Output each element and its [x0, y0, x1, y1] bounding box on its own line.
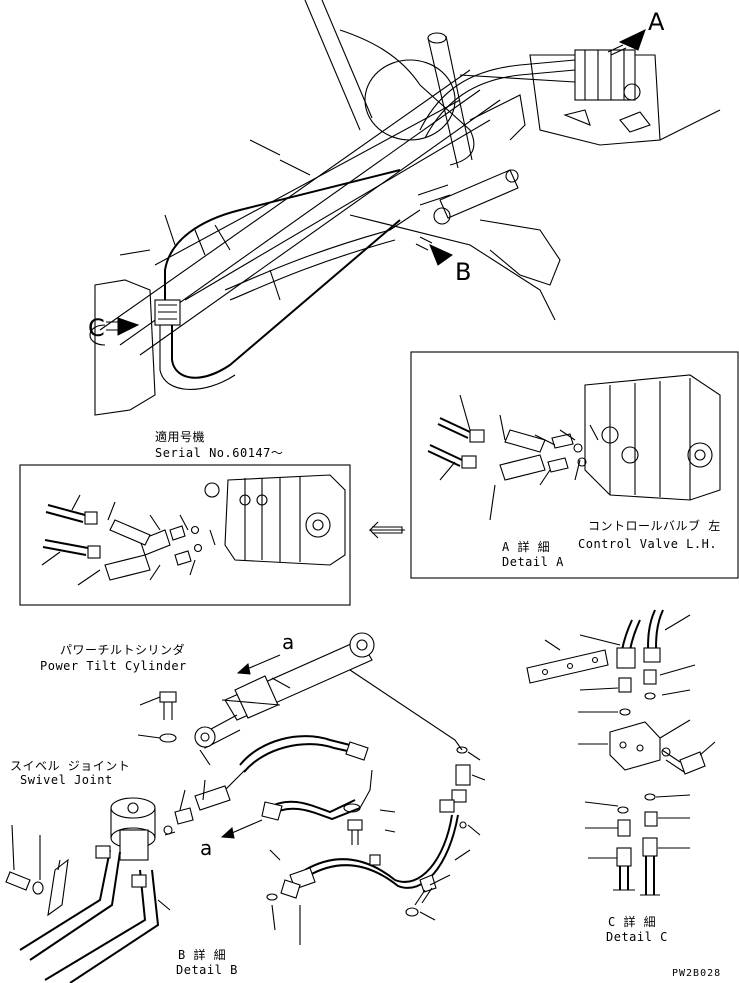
detail-a-en: Control Valve L.H. — [578, 537, 718, 551]
detail-b-en: Detail B — [176, 963, 238, 977]
detail-c-en: Detail C — [606, 930, 668, 944]
detail-a-jp: コントロールバルブ 左 — [588, 519, 721, 533]
detail-a-jp-prefix: A 詳 細 — [502, 540, 551, 554]
tilt-cylinder-b-drawing — [417, 169, 519, 225]
callout-a: A — [648, 8, 665, 36]
control-valve-a-drawing — [563, 49, 651, 133]
detail-b-drawing — [5, 632, 486, 983]
detail-a-box — [410, 351, 739, 579]
detail-a-title: Detail A — [502, 555, 564, 569]
detail-c-drawing — [526, 609, 716, 896]
serial-label-en: Serial No.60147～ — [155, 446, 284, 460]
callout-a-upper: a — [282, 630, 295, 654]
drawing-number: PW2B028 — [672, 968, 722, 979]
power-tilt-jp: パワーチルトシリンダ — [60, 643, 186, 657]
reference-arrow — [368, 521, 405, 539]
swivel-en: Swivel Joint — [20, 773, 113, 787]
callout-c: C — [88, 314, 106, 342]
serial-box — [19, 464, 351, 606]
serial-label-jp: 適用号機 — [155, 430, 206, 444]
callout-a-lower: a — [200, 836, 213, 860]
main-assembly-drawing — [89, 0, 721, 416]
detail-c-jp: C 詳 細 — [608, 915, 657, 929]
callout-b: B — [455, 258, 472, 286]
detail-b-jp: B 詳 細 — [178, 948, 227, 962]
swivel-jp: スイベル ジョイント — [10, 759, 131, 773]
left-valve-block-drawing — [154, 299, 181, 326]
power-tilt-en: Power Tilt Cylinder — [40, 659, 187, 673]
